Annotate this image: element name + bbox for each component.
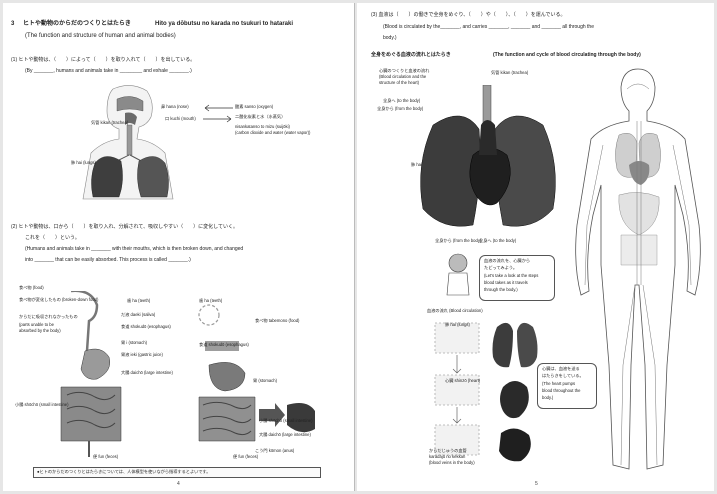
question-3-en-line2: body.) xyxy=(383,36,397,42)
bubble-1-line-3: (Let's take a look at the steps xyxy=(484,274,538,279)
subtitle-jp: 全身をめぐる血液の流れとはたらき xyxy=(371,53,451,59)
bubble-2-line-5: body.) xyxy=(542,396,553,401)
footer-note-box: ●ヒトのからだのつくりとはたらきについては、人体模型を使いながら指導するとよいで… xyxy=(33,467,321,478)
footer-note: ●ヒトのからだのつくりとはたらきについては、人体模型を使いながら指導するとよいで… xyxy=(37,470,210,475)
label-co2-en: (carbon dioxide and water (water vapor)) xyxy=(235,131,310,136)
label-tabemono-2: 食べ物 tabemono (food) xyxy=(255,319,299,324)
label-food: 食べ物 (food) xyxy=(19,286,44,291)
section-number: 3 xyxy=(11,21,14,28)
label-unabsorbed-1: からだに吸収されなかったもの xyxy=(19,315,78,320)
label-large-intestine-2: 大腸 daichō (large intestine) xyxy=(259,433,311,438)
bubble-1-line-2: たどってみよう。 xyxy=(484,266,517,271)
body-circulation-illustration xyxy=(563,65,713,485)
label-co2: 二酸化炭素と水（水蒸気） xyxy=(235,115,285,120)
label-lungs: 肺 hai (lungs) xyxy=(71,161,96,166)
label-stomach-2: 胃 (stomach) xyxy=(253,379,277,384)
question-2-en-line2: into _______ that can be easily absorbed… xyxy=(25,258,191,264)
label-trachea: 気管 kikan (trachea) xyxy=(491,71,528,76)
doctor-character-icon xyxy=(443,253,473,299)
label-from-body-2: 全身から (from the body) xyxy=(435,239,481,244)
right-page: (3) 血液は（ ）の働きで全身をめぐり、（ ）や（ ）、（ ）を運んでいる。 … xyxy=(357,3,714,491)
label-stomach: 胃 i (stomach) xyxy=(121,341,147,346)
bubble-1-line-4: blood takes as it travels xyxy=(484,281,528,286)
label-esophagus: 食道 shokudō (esophagus) xyxy=(121,325,171,330)
label-esophagus-2: 食道 shokudō (esophagus) xyxy=(199,343,249,348)
label-trachea: 気管 kikan (trachea) xyxy=(91,121,128,126)
question-2-jp-line2: これを（ ）という。 xyxy=(25,236,80,242)
label-teeth: 歯 ha (teeth) xyxy=(127,299,150,304)
question-2-en-line1: (Humans and animals take in _______ with… xyxy=(25,247,243,253)
title-jp: ヒトや動物のからだのつくりとはたらき xyxy=(23,21,131,28)
title-romaji: Hito ya dōbutsu no karada no tsukuri to … xyxy=(155,21,293,28)
respiratory-system-illustration xyxy=(73,81,183,201)
question-3-en-line1: (Blood is circulated by the_______, and … xyxy=(383,25,594,31)
bubble-1-line-1: 血液の流れを、心臓から xyxy=(484,259,530,264)
label-teeth-2: 歯 ha (teeth) xyxy=(199,299,222,304)
label-mouth: 口 kuchi (mouth) xyxy=(165,117,196,122)
label-gastric: 胃液 ieki (gastric juice) xyxy=(121,353,163,358)
label-small-intestine: 小腸 shōchō (small intestine) xyxy=(15,403,69,408)
page-number-left: 4 xyxy=(177,481,180,487)
question-1-jp: (1) ヒトや動物は、（ ）によって（ ）を取り入れて（ ）を出している。 xyxy=(11,58,195,64)
respiration-arrows xyxy=(201,103,235,127)
label-nose: 鼻 hana (nose) xyxy=(161,105,189,110)
label-feces-2: 便 fun (feces) xyxy=(233,455,258,460)
label-vessels-3: (blood veins in the body) xyxy=(429,461,475,466)
label-blood-circulation: 血液の流れ (Blood circulation) xyxy=(427,309,483,314)
circulation-flow-diagram xyxy=(427,319,487,461)
label-unabsorbed-3: absorbed by the body) xyxy=(19,329,61,334)
title-en: (The function and structure of human and… xyxy=(25,33,176,40)
label-small-intestine-2: 小腸 shōchō (small intestine) xyxy=(259,419,313,424)
label-oxygen: 酸素 sanso (oxygen) xyxy=(235,105,273,110)
label-saliva: だ液 daeki (saliva) xyxy=(121,313,155,318)
bubble-1-line-5: through the body.) xyxy=(484,288,518,293)
speech-bubble-1: 血液の流れを、心臓から たどってみよう。 (Let's take a look … xyxy=(479,255,555,301)
label-lungs-2: 肺 hai (lungs) xyxy=(445,323,470,328)
left-page: 3 ヒトや動物のからだのつくりとはたらき Hito ya dōbutsu no … xyxy=(3,3,355,491)
page-number-right: 5 xyxy=(535,481,538,487)
question-2-jp-line1: (2) ヒトや動物は、口から（ ）を取り入れ、分解されて、吸収しやすい（ ）に変… xyxy=(11,225,238,231)
label-feces: 便 fun (feces) xyxy=(93,455,118,460)
label-anus: こう門 kōmon (anus) xyxy=(255,449,294,454)
question-3-jp: (3) 血液は（ ）の働きで全身をめぐり、（ ）や（ ）、（ ）を運んでいる。 xyxy=(371,13,566,19)
label-broken-food: 食べ物が変化したもの (broken-down food) xyxy=(19,298,98,303)
heart-lungs-illustration xyxy=(413,85,563,235)
question-1-en: (By _______, humans and animals take in … xyxy=(25,69,192,75)
label-heart-2: 心臓 shinzō (heart) xyxy=(445,379,480,384)
label-large-intestine: 大腸 daichō (large intestine) xyxy=(121,371,173,376)
small-lungs-heart-illustration xyxy=(491,317,539,467)
subtitle-en: (The function and cycle of blood circula… xyxy=(493,53,641,59)
label-to-body-2: 全身へ (to the body) xyxy=(479,239,516,244)
